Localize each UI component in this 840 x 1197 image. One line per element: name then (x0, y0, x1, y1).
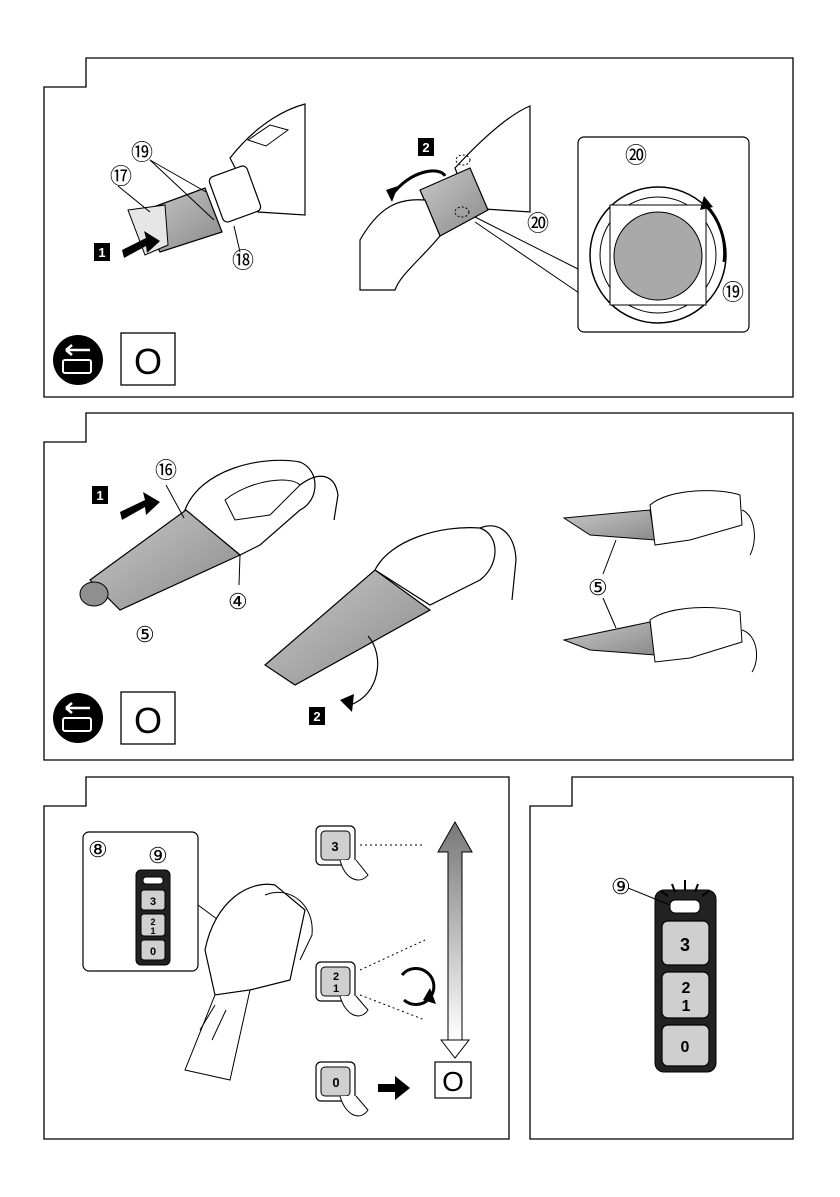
callout-18: ⑱ (232, 248, 254, 273)
panel-nozzle-attach: 1 ⑯ ④ ⑤ 2 ⑤ O (44, 413, 793, 760)
svg-text:1: 1 (682, 998, 691, 1015)
step-label: 2 (313, 709, 320, 724)
svg-text:0: 0 (332, 1075, 339, 1090)
callout-9: ⑨ (611, 874, 631, 899)
cleaner-with-nozzle (80, 460, 338, 610)
callout-19: ⑲ (131, 140, 153, 165)
svg-text:0: 0 (150, 946, 156, 958)
step-label: 2 (422, 140, 429, 155)
callout-9: ⑨ (148, 843, 168, 868)
filter-illustration (118, 104, 305, 258)
svg-text:3: 3 (331, 839, 338, 854)
cleaner-handheld (185, 884, 312, 1080)
callout-5: ⑤ (135, 622, 155, 647)
speed-arrow (438, 822, 472, 1040)
panel-switch-operation: 3 2 1 0 ⑧ ⑨ 3 2 1 0 (44, 777, 509, 1139)
svg-text:2: 2 (682, 980, 691, 997)
callout-5-right: ⑤ (588, 575, 608, 600)
svg-text:0: 0 (681, 1039, 690, 1056)
power-off-symbol: O (134, 700, 162, 741)
indicator-lamp (143, 877, 163, 884)
callout-19-detail: ⑲ (722, 280, 744, 305)
cleaner-rotating (265, 526, 516, 712)
step-label: 1 (96, 488, 103, 503)
step-label: 1 (98, 245, 105, 260)
callout-20: ⑳ (527, 211, 549, 236)
power-off-symbol: O (442, 1066, 464, 1097)
panel-indicator: 3 2 1 0 ⑨ (530, 777, 793, 1139)
arrow-right-icon (378, 1076, 410, 1100)
callout-4: ④ (228, 589, 248, 614)
indicator-lamp (670, 900, 700, 913)
callout-20-detail: ⑳ (625, 143, 647, 168)
callout-8: ⑧ (88, 837, 108, 862)
svg-text:3: 3 (150, 896, 156, 908)
svg-text:1: 1 (333, 983, 339, 995)
twist-illustration (360, 106, 582, 295)
callout-17: ⑰ (110, 164, 132, 189)
callout-16: ⑯ (155, 458, 177, 483)
svg-text:1: 1 (150, 926, 155, 936)
panel-filter-removal: 1 ⑰ ⑲ ⑱ 2 ⑳ ⑳ ⑲ (44, 58, 793, 397)
svg-text:3: 3 (680, 935, 690, 955)
power-off-symbol: O (134, 341, 162, 382)
svg-text:2: 2 (333, 971, 339, 983)
